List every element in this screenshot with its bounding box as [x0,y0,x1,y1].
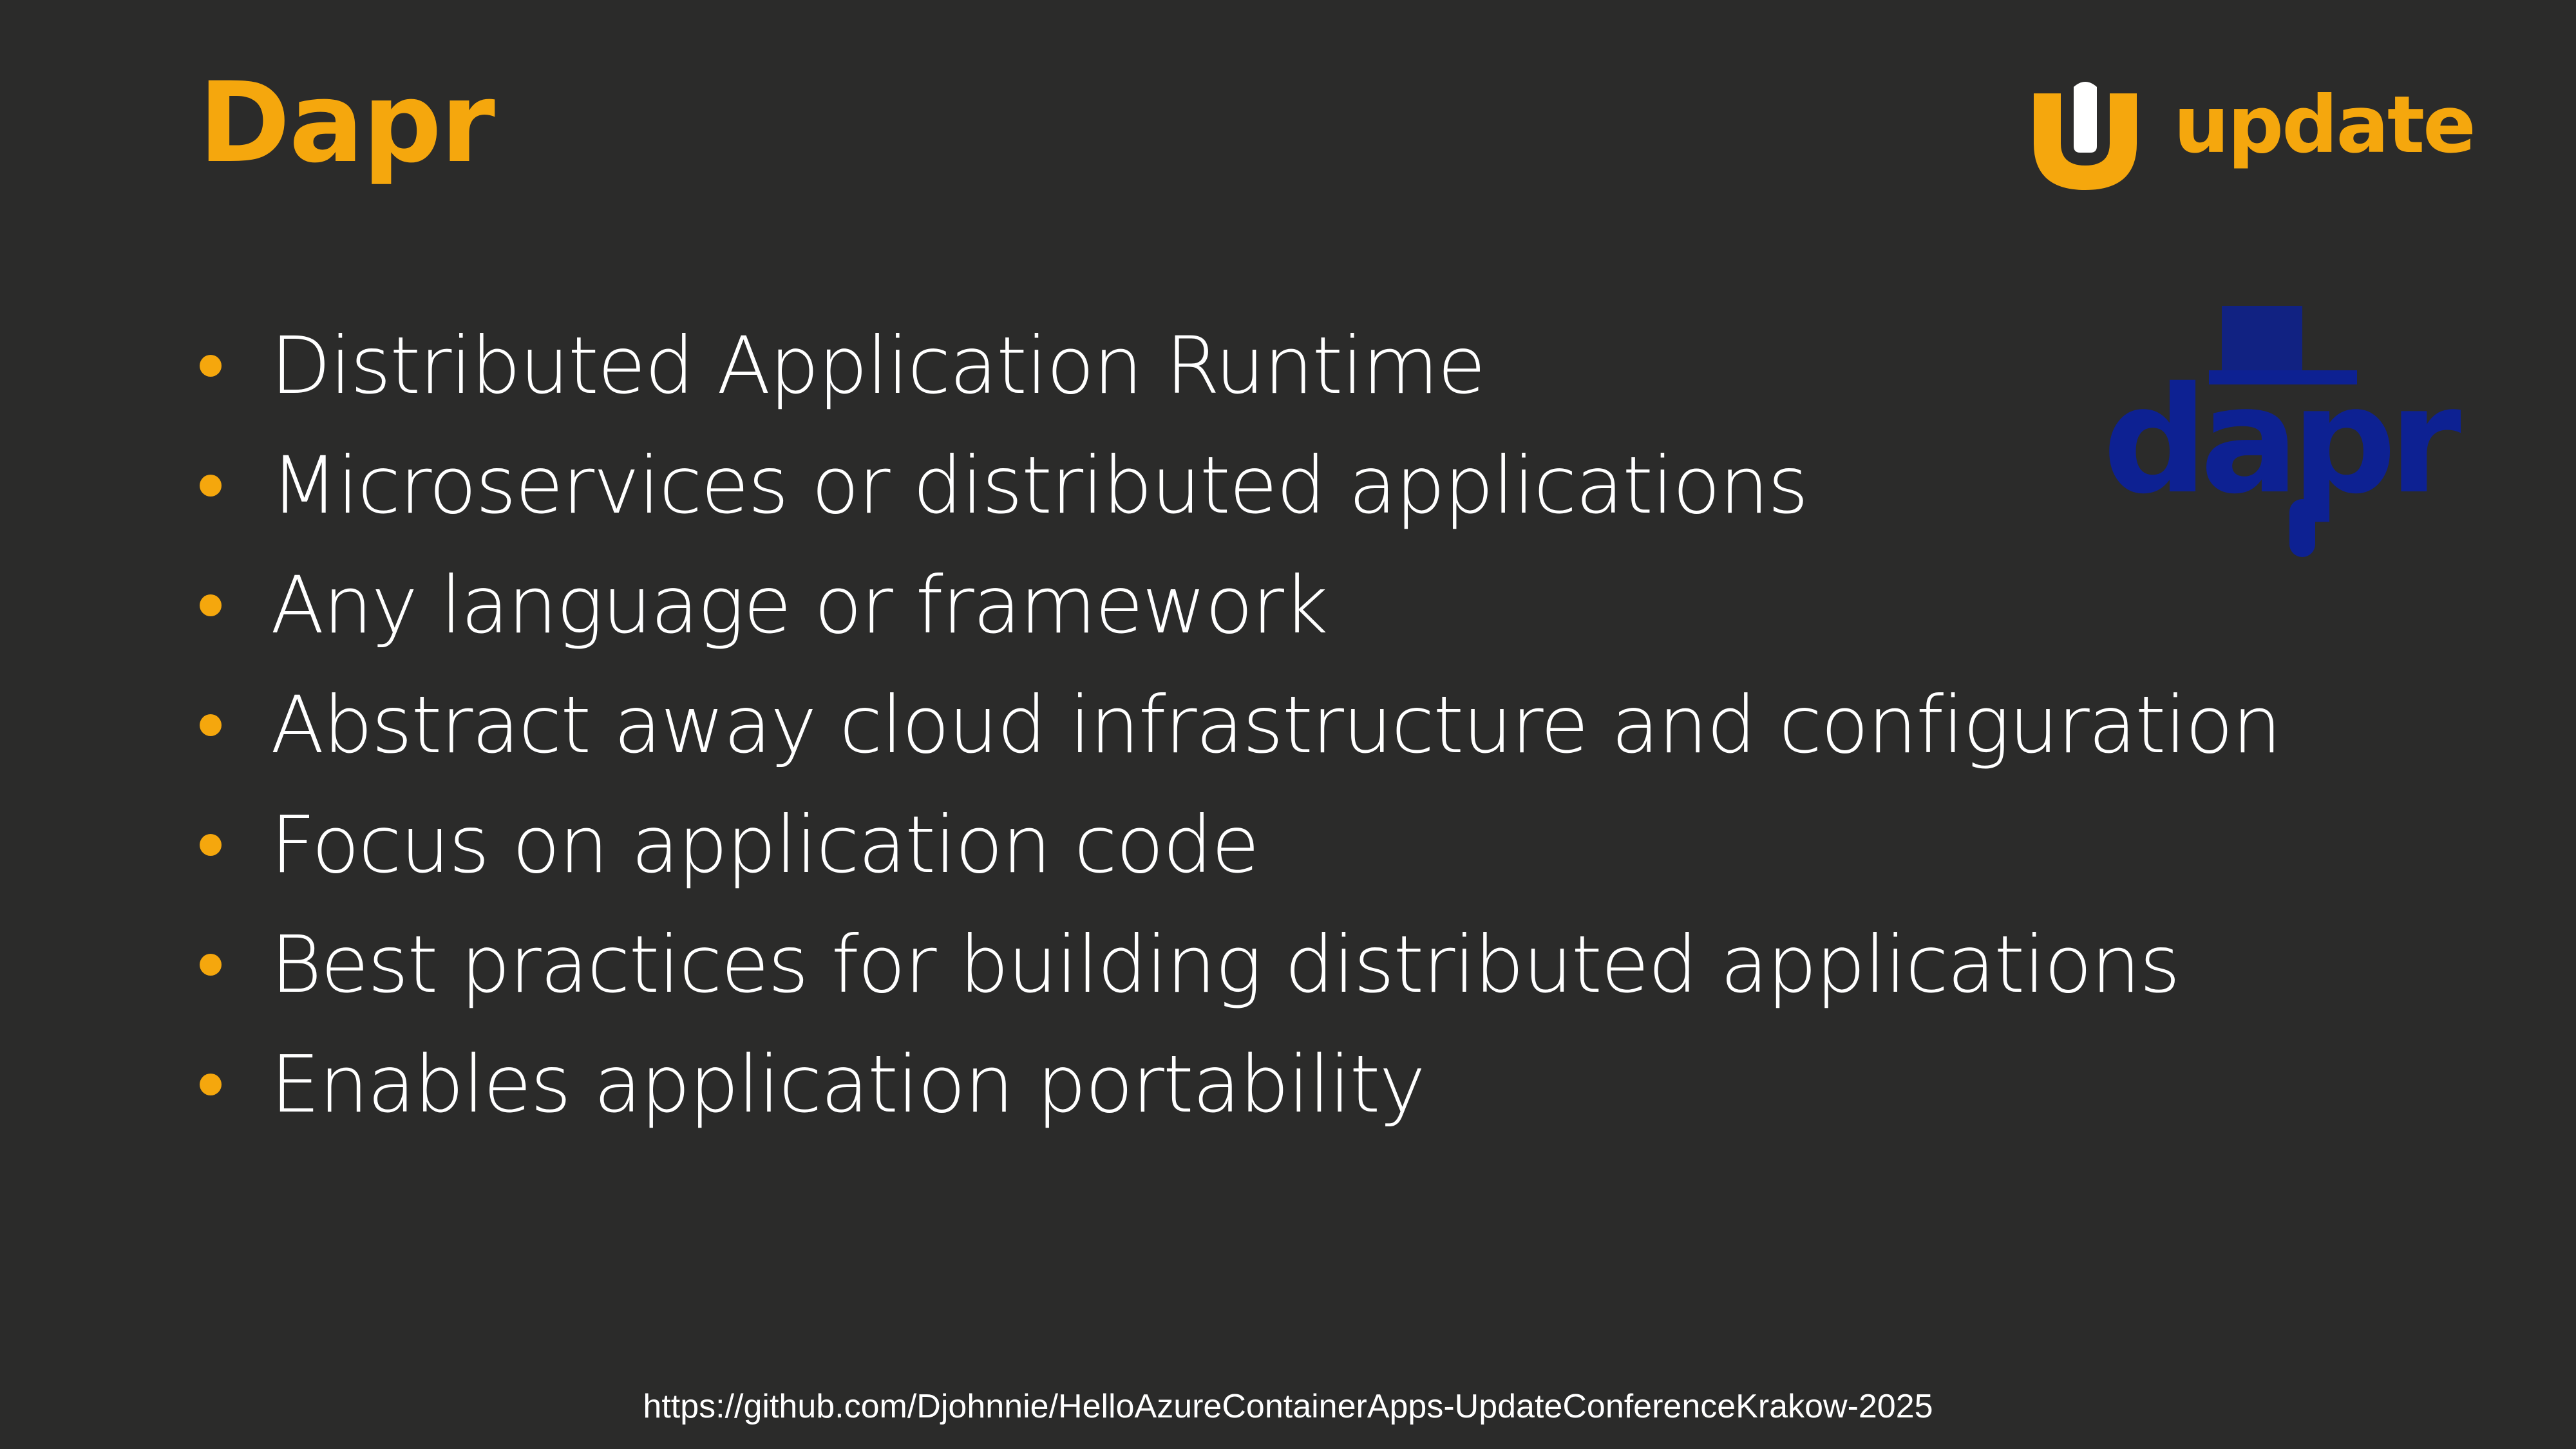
bullet-item: Microservices or distributed application… [193,426,2280,545]
bullet-dot-icon [200,475,222,497]
bullet-item: Best practices for building distributed … [193,905,2280,1025]
dapr-wordmark: dapr [2103,355,2461,526]
bullet-text: Any language or framework [270,560,1329,651]
bullet-dot-icon [200,954,222,976]
u-shield-icon [2034,82,2137,190]
slide-title: Dapr [198,58,495,187]
bullet-text: Microservices or distributed application… [270,440,1808,531]
bullet-text: Focus on application code [270,799,1260,891]
bullet-dot-icon [200,594,222,616]
bullet-text: Best practices for building distributed … [270,919,2181,1010]
update-wordmark: update [2174,79,2476,171]
bullet-text: Enables application portability [270,1039,1426,1130]
bullet-item: Any language or framework [193,545,2280,665]
bullet-dot-icon [200,1074,222,1095]
bullet-item: Focus on application code [193,785,2280,905]
bullet-text: Distributed Application Runtime [270,320,1486,412]
bullet-dot-icon [200,355,222,377]
update-conference-logo: update [2029,74,2479,196]
bullet-list: Distributed Application Runtime Microser… [193,306,2282,1144]
bullet-text: Abstract away cloud infrastructure and c… [270,679,2282,771]
bullet-dot-icon [200,714,222,736]
bullet-item: Distributed Application Runtime [193,306,2280,426]
bullet-item: Enables application portability [193,1025,2280,1144]
footer-url-link[interactable]: https://github.com/Djohnnie/HelloAzureCo… [643,1388,1933,1425]
bullet-dot-icon [200,834,222,856]
top-hat-icon [2209,306,2357,557]
dapr-logo: dapr [2103,306,2461,560]
bullet-item: Abstract away cloud infrastructure and c… [193,665,2282,785]
